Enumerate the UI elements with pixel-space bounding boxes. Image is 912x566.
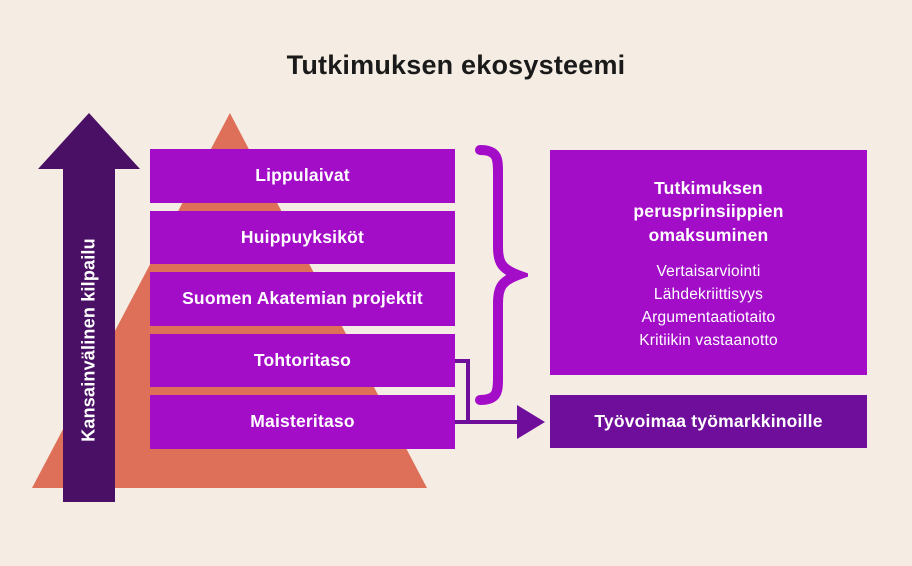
pyramid-level-label: Lippulaivat <box>255 165 350 186</box>
up-arrow-icon <box>38 113 140 502</box>
competition-arrow-label: Kansainvälinen kilpailu <box>78 238 99 442</box>
workforce-box: Työvoimaa työmarkkinoille <box>550 395 867 448</box>
pyramid-levels: Lippulaivat Huippuyksiköt Suomen Akatemi… <box>150 149 455 449</box>
connector-elbow <box>455 359 470 422</box>
pyramid-level-label: Tohtoritaso <box>253 349 352 370</box>
pyramid-level-huippuyksikot: Huippuyksiköt <box>150 210 455 264</box>
principles-list: Vertaisarviointi Lähdekriittisyys Argume… <box>550 260 867 352</box>
pyramid-level-label: Maisteritaso <box>250 411 355 432</box>
pyramid-level-akatemian-projektit: Suomen Akatemian projektit <box>150 272 455 326</box>
page-title: Tutkimuksen ekosysteemi <box>286 50 626 80</box>
principle-item: Argumentaatiotaito <box>641 308 776 326</box>
workforce-arrow-icon <box>455 359 545 439</box>
principle-item: Lähdekriittisyys <box>653 285 764 303</box>
pyramid-level-lippulaivat: Lippulaivat <box>150 149 455 203</box>
principle-item: Vertaisarviointi <box>656 262 761 280</box>
principles-heading: Tutkimuksen perusprinsiippien omaksumine… <box>633 178 784 245</box>
curly-brace-icon <box>475 145 528 405</box>
pyramid-level-label: Huippuyksiköt <box>240 226 365 247</box>
pyramid-level-maisteritaso: Maisteritaso <box>150 395 455 449</box>
up-arrow-shape <box>38 113 140 502</box>
arrowhead-shape <box>517 405 545 439</box>
principle-item: Kritiikin vastaanotto <box>639 331 778 349</box>
curly-brace-path <box>475 145 528 405</box>
principles-box: Tutkimuksen perusprinsiippien omaksumine… <box>550 150 867 375</box>
pyramid-level-tohtoritaso: Tohtoritaso <box>150 333 455 387</box>
workforce-label: Työvoimaa työmarkkinoille <box>594 411 823 431</box>
pyramid-level-label: Suomen Akatemian projektit <box>182 288 423 309</box>
